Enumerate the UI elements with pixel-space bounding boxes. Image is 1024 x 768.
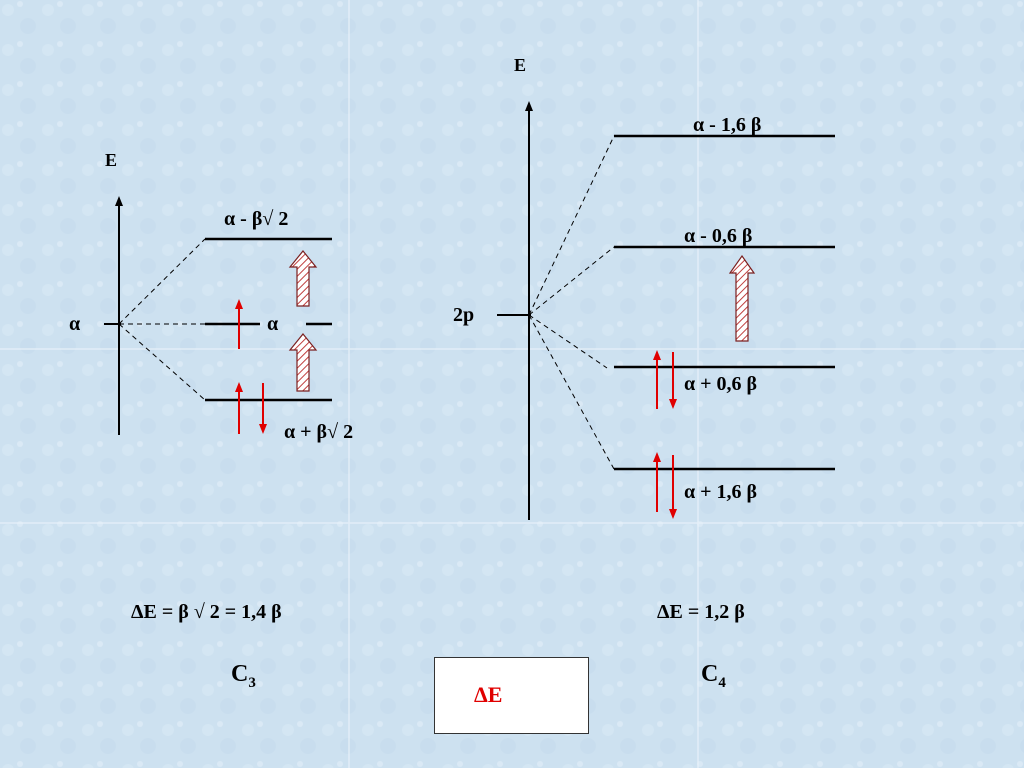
right-delta-e: ΔE = 1,2 β (657, 601, 745, 623)
left-electron-bottom-down (259, 383, 267, 434)
right-orbital-label: 2p (453, 304, 475, 326)
right-energy-axis (525, 101, 533, 520)
right-molecule-name: C4 (701, 662, 726, 691)
left-energy-axis (115, 196, 123, 435)
right-axis-label: E (514, 55, 527, 75)
left-level-mid-label: α (267, 313, 279, 335)
right-level-3-label: α + 0,6 β (684, 373, 758, 395)
right-correlation-lines (528, 135, 615, 470)
delta-e-trend-box (434, 657, 589, 734)
right-level-2-label: α - 0,6 β (684, 225, 753, 247)
right-transition-arrow (728, 254, 756, 342)
right-level-1-label: α - 1,6 β (693, 114, 762, 136)
right-electron-level4-down (669, 455, 677, 519)
left-level-top-label: α - β√ 2 (224, 208, 289, 230)
left-alpha-label: α (69, 313, 81, 335)
right-level-4-label: α + 1,6 β (684, 481, 758, 503)
left-electron-bottom-up (235, 382, 243, 434)
left-delta-e: ΔE = β √ 2 = 1,4 β (131, 601, 282, 623)
right-electron-level4-up (653, 452, 661, 512)
right-electron-level3-down (669, 352, 677, 409)
left-molecule-sub: 3 (248, 674, 256, 691)
right-molecule-main: C (701, 661, 719, 687)
delta-e-trend-label: ΔE (474, 682, 503, 707)
left-level-bottom-label: α + β√ 2 (284, 421, 354, 443)
left-axis-label: E (105, 150, 118, 170)
left-molecule-main: C (231, 661, 249, 687)
left-electron-mid-up (235, 299, 243, 349)
left-transition-arrow-upper (288, 250, 318, 307)
right-electron-level3-up (653, 350, 661, 409)
left-correlation-lines (118, 238, 206, 401)
left-transition-arrow-lower (288, 333, 318, 392)
right-molecule-sub: 4 (718, 674, 726, 691)
left-molecule-name: C3 (231, 662, 256, 691)
